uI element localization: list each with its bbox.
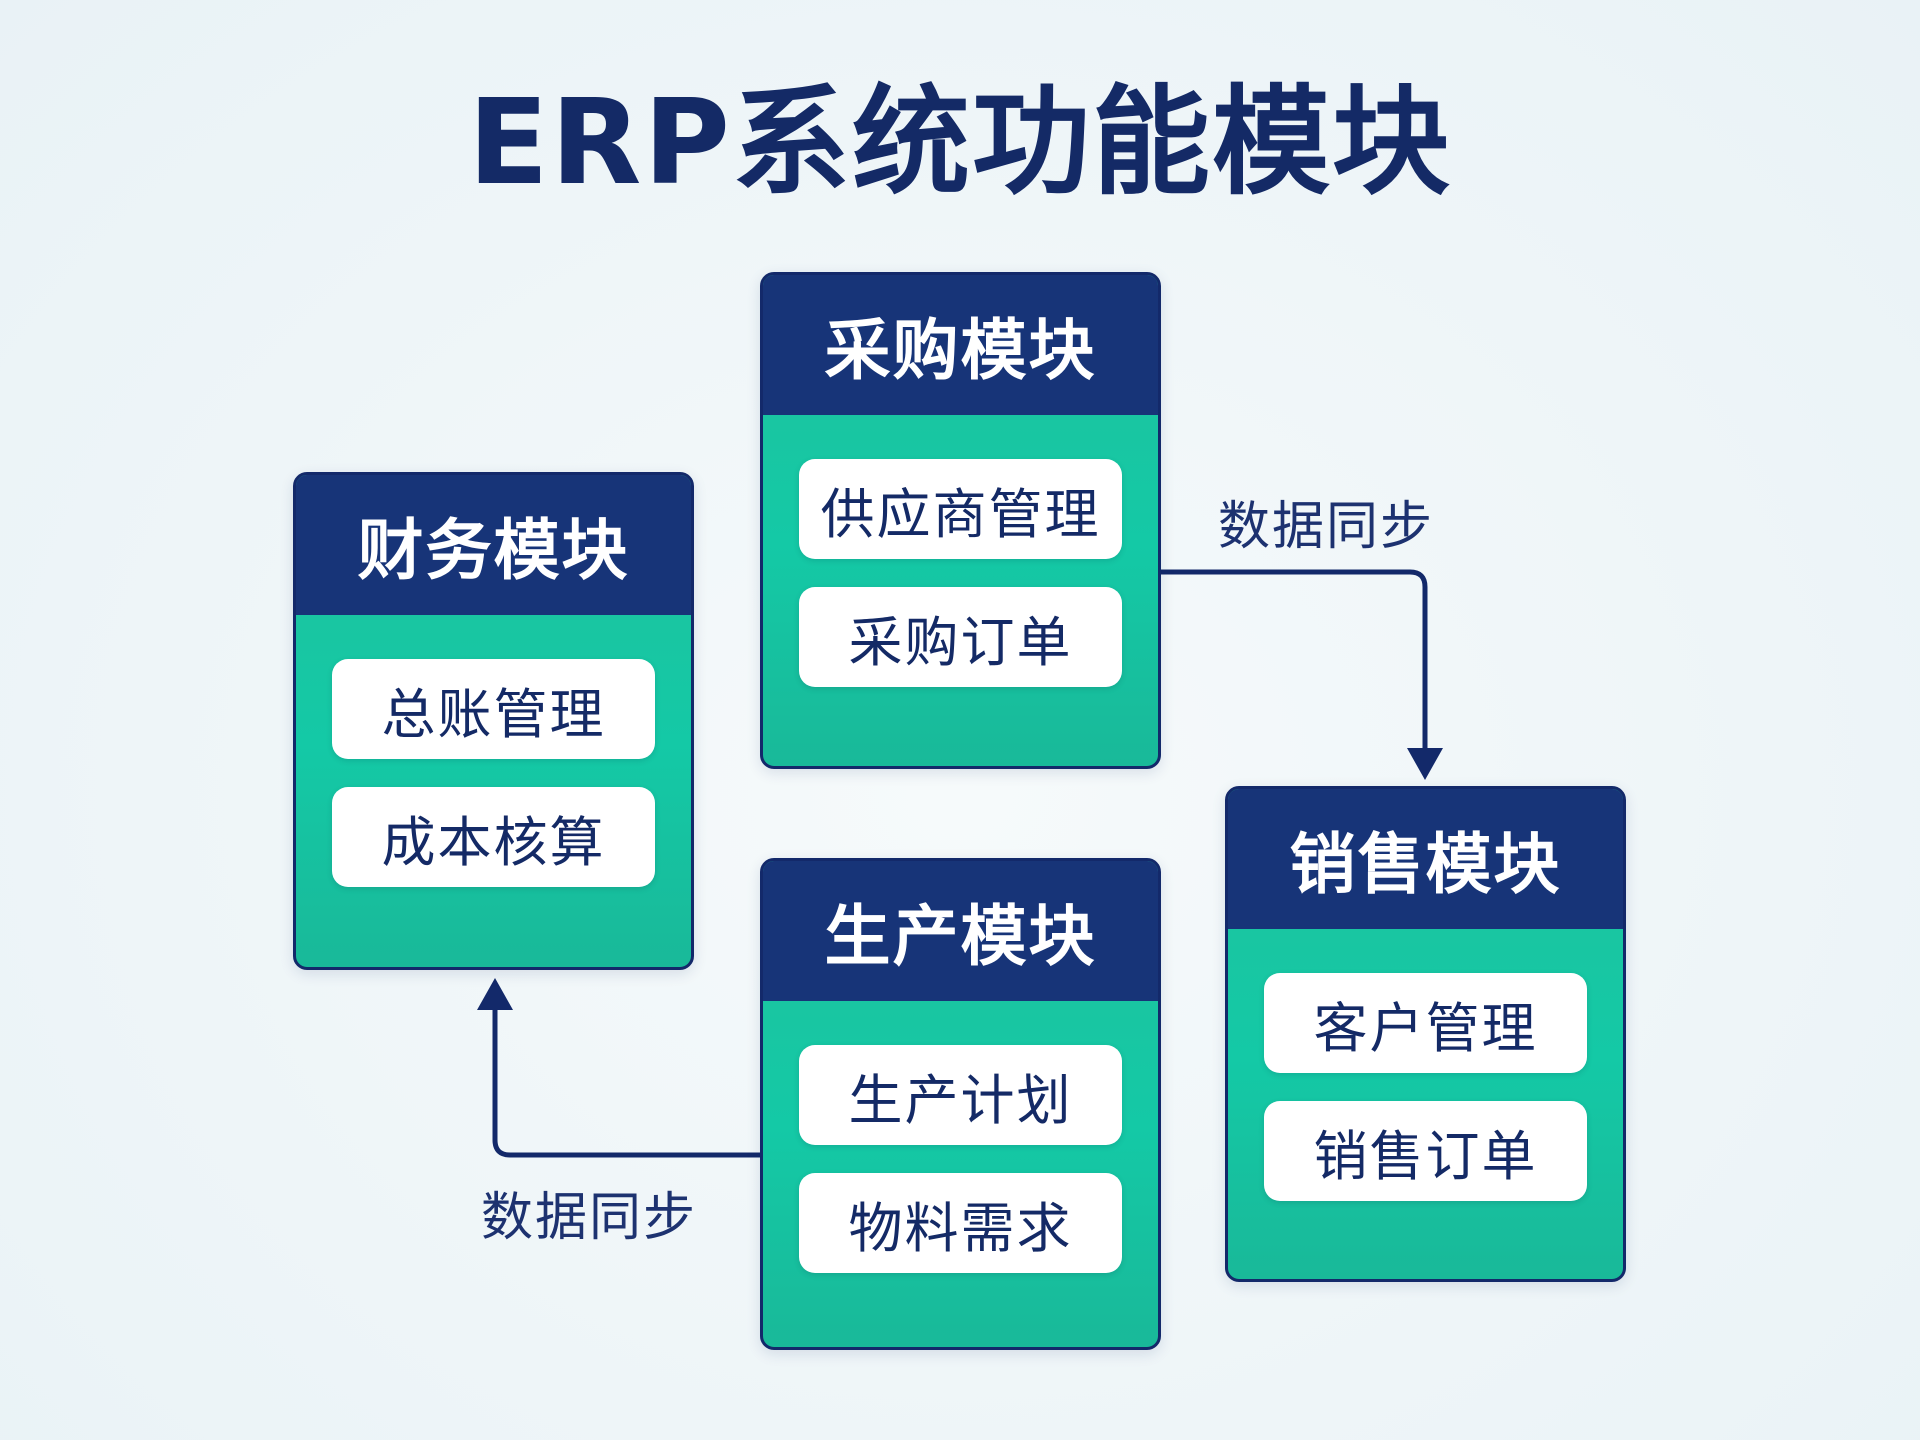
connector-purchase-to-sales xyxy=(1161,569,1428,752)
module-purchase[interactable]: 采购模块 供应商管理 采购订单 xyxy=(760,272,1161,769)
module-item-general-ledger[interactable]: 总账管理 xyxy=(332,659,655,759)
connector-label-purchase-sales: 数据同步 xyxy=(1218,497,1435,557)
module-item-production-plan[interactable]: 生产计划 xyxy=(799,1045,1122,1145)
module-item-supplier-management[interactable]: 供应商管理 xyxy=(799,459,1122,559)
module-header: 财务模块 xyxy=(296,475,691,615)
module-production[interactable]: 生产模块 生产计划 物料需求 xyxy=(760,858,1161,1350)
connector-label-production-finance: 数据同步 xyxy=(481,1188,698,1248)
arrowhead-down-icon xyxy=(1407,748,1443,780)
module-item-purchase-order[interactable]: 采购订单 xyxy=(799,587,1122,687)
connector-production-to-finance xyxy=(492,1005,760,1158)
module-sales[interactable]: 销售模块 客户管理 销售订单 xyxy=(1225,786,1626,1282)
module-finance[interactable]: 财务模块 总账管理 成本核算 xyxy=(293,472,694,970)
module-header: 生产模块 xyxy=(763,861,1158,1001)
arrowhead-up-icon xyxy=(477,978,513,1010)
module-item-sales-order[interactable]: 销售订单 xyxy=(1264,1101,1587,1201)
module-item-cost-accounting[interactable]: 成本核算 xyxy=(332,787,655,887)
module-item-customer-management[interactable]: 客户管理 xyxy=(1264,973,1587,1073)
diagram-title: ERP系统功能模块 xyxy=(468,73,1452,211)
module-header: 销售模块 xyxy=(1228,789,1623,929)
module-header: 采购模块 xyxy=(763,275,1158,415)
module-item-material-requirements[interactable]: 物料需求 xyxy=(799,1173,1122,1273)
